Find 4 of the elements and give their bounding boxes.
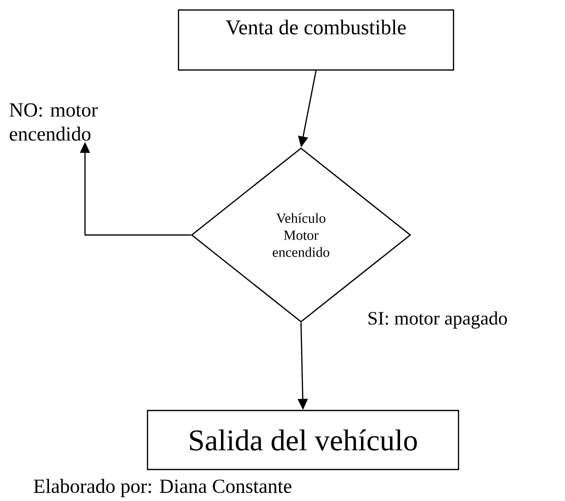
process-box: Venta de combustible — [178, 9, 454, 71]
process-box: Salida del vehículo — [146, 410, 460, 470]
outcome-text: NO: motor encendido — [10, 103, 98, 141]
caption: Elaborado por: Diana Constante — [34, 478, 292, 498]
